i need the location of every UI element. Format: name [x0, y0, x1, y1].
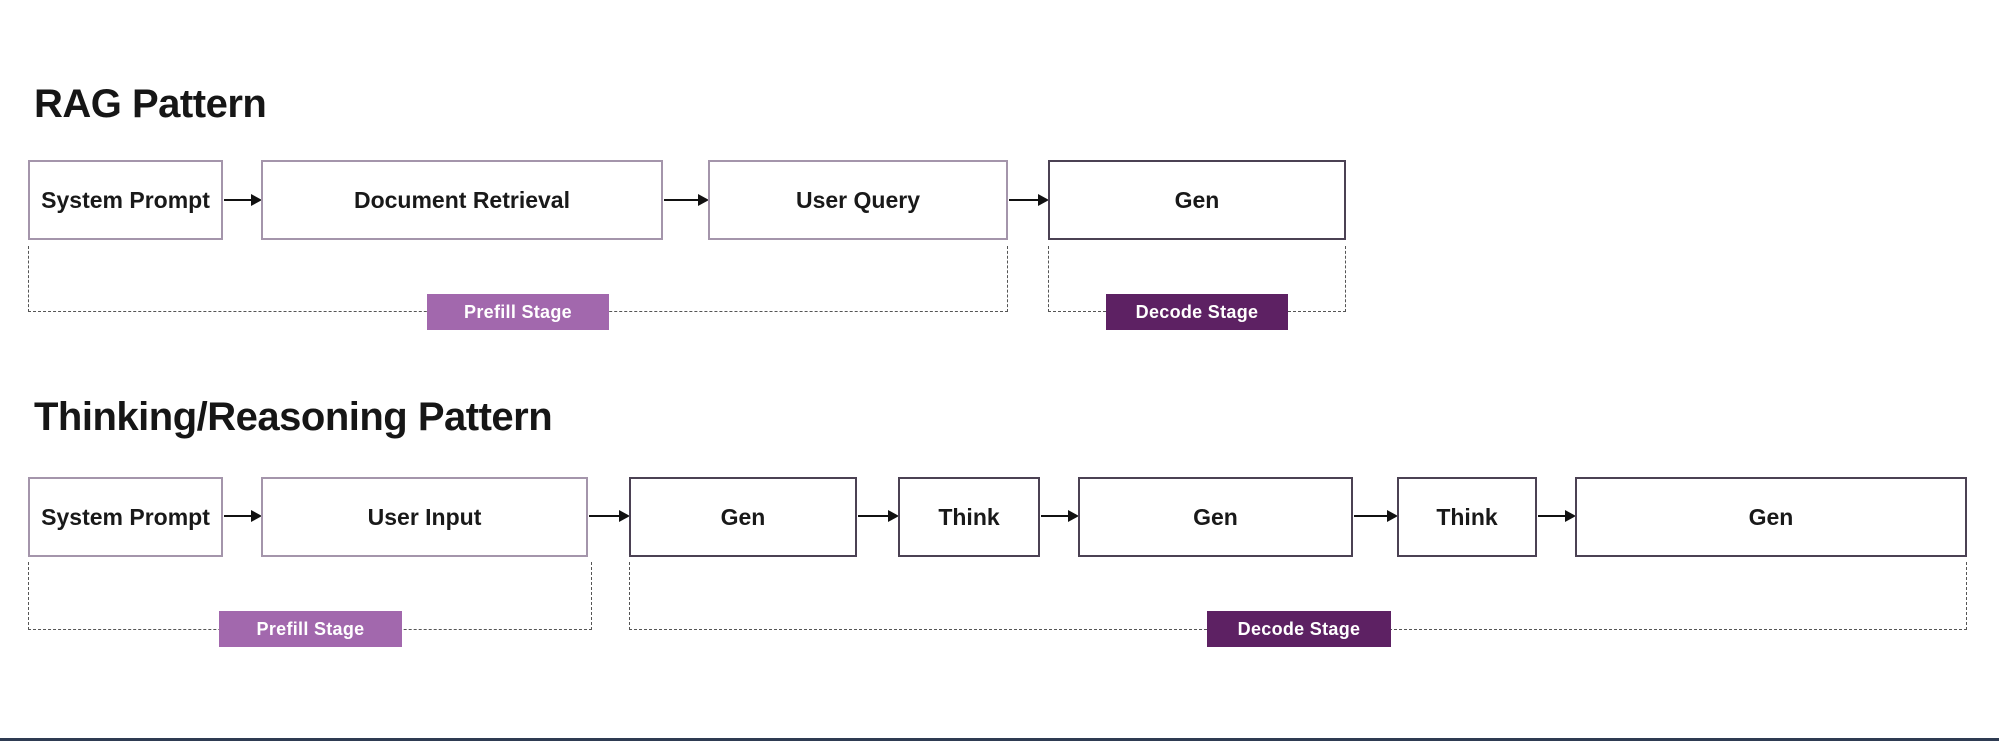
rag-pattern-title: RAG Pattern: [34, 82, 267, 126]
node-label: Gen: [1748, 503, 1794, 530]
node-gen: Gen: [1048, 160, 1346, 240]
flow-arrow-icon: [1538, 510, 1576, 522]
node-system-prompt: System Prompt: [28, 160, 223, 240]
node-gen: Gen: [1078, 477, 1353, 557]
node-label: Think: [1436, 503, 1498, 530]
flow-arrow-icon: [1041, 510, 1079, 522]
bottom-divider: [0, 738, 1999, 741]
flow-arrow-icon: [858, 510, 899, 522]
node-label: Gen: [1174, 186, 1220, 213]
node-user-input: User Input: [261, 477, 588, 557]
node-label: System Prompt: [41, 503, 210, 530]
node-label: User Query: [795, 186, 920, 213]
flow-arrow-icon: [224, 194, 262, 206]
node-label: Gen: [720, 503, 766, 530]
prefill-stage-badge: Prefill Stage: [219, 611, 402, 647]
node-think: Think: [1397, 477, 1537, 557]
node-think: Think: [898, 477, 1040, 557]
node-document-retrieval: Document Retrieval: [261, 160, 663, 240]
prefill-stage-badge: Prefill Stage: [427, 294, 609, 330]
flow-arrow-icon: [1354, 510, 1398, 522]
node-label: System Prompt: [41, 186, 210, 213]
flow-arrow-icon: [1009, 194, 1049, 206]
node-label: Gen: [1193, 503, 1238, 530]
decode-stage-badge: Decode Stage: [1106, 294, 1288, 330]
flow-arrow-icon: [224, 510, 262, 522]
node-label: Document Retrieval: [353, 186, 570, 213]
node-label: Think: [938, 503, 1000, 530]
flow-arrow-icon: [664, 194, 709, 206]
flow-arrow-icon: [589, 510, 630, 522]
node-label: User Input: [367, 503, 482, 530]
thinking-reasoning-pattern-title: Thinking/Reasoning Pattern: [34, 395, 553, 439]
node-gen: Gen: [629, 477, 857, 557]
node-user-query: User Query: [708, 160, 1008, 240]
decode-stage-badge: Decode Stage: [1207, 611, 1391, 647]
node-system-prompt: System Prompt: [28, 477, 223, 557]
node-gen: Gen: [1575, 477, 1967, 557]
